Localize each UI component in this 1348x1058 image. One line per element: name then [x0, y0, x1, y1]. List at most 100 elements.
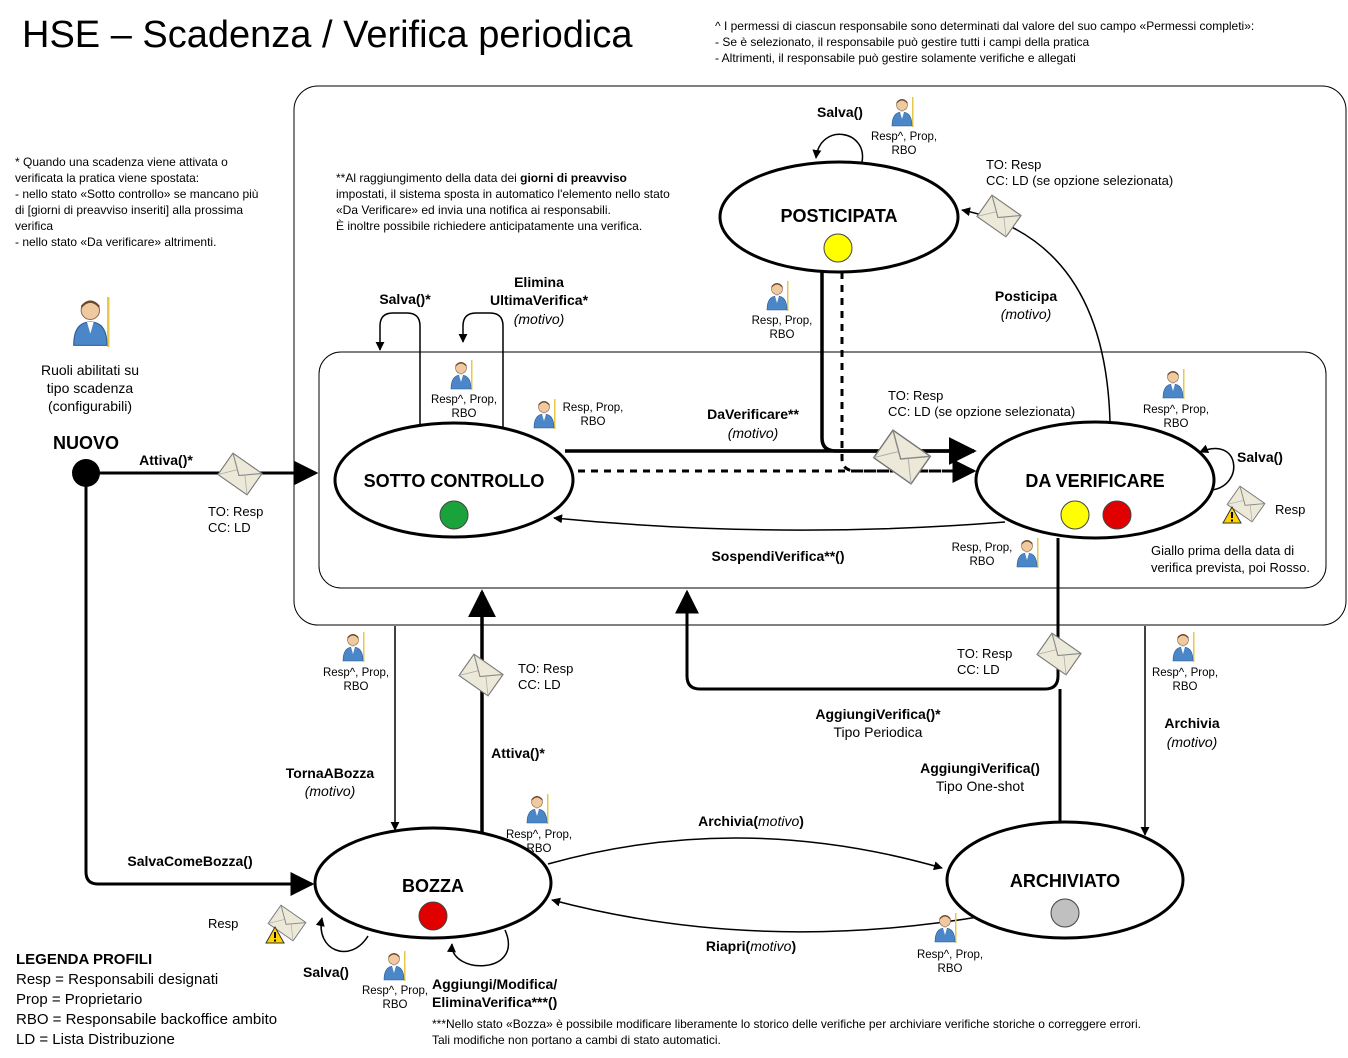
- state-bozza-label: BOZZA: [402, 876, 464, 896]
- role-label: Resp, Prop, RBO: [752, 315, 813, 341]
- mail-icon: [976, 194, 1022, 238]
- notification-label: TO: Resp CC: LD (se opzione selezionata): [986, 157, 1173, 188]
- action-label: Salva(): [817, 104, 863, 120]
- roles-note-line: (configurabili): [48, 398, 132, 414]
- svg-text:RBO: RBO: [938, 963, 963, 975]
- person-icon: [891, 97, 914, 127]
- legend-item: Resp = Responsabili designati: [16, 971, 218, 988]
- status-red-dot: [1102, 500, 1132, 530]
- svg-text:Posticipa: Posticipa: [995, 288, 1057, 304]
- svg-text:Resp^, Prop,: Resp^, Prop,: [871, 131, 937, 143]
- transition-sospendiverifica: [553, 514, 1006, 531]
- action-label: Attiva()*: [139, 452, 193, 468]
- transition-posticipata-dashed: [840, 272, 974, 473]
- action-label: Posticipa (motivo): [995, 288, 1057, 322]
- loop-salva-daverificare: [1199, 444, 1235, 491]
- loop-salva-posticipata: [812, 133, 864, 163]
- svg-text:RBO: RBO: [1173, 681, 1198, 693]
- permissions-note-line: ^ I permessi di ciascun responsabile son…: [715, 19, 1254, 33]
- svg-text:DaVerificare**: DaVerificare**: [707, 406, 799, 422]
- activation-note-line: di [giorni di preavviso inseriti] alla p…: [15, 203, 243, 217]
- activation-note-line: - nello stato «Da verificare» altrimenti…: [15, 235, 216, 249]
- svg-text:Elimina: Elimina: [514, 274, 564, 290]
- state-da-verificare: DA VERIFICARE: [974, 420, 1216, 540]
- svg-text:Tipo One-shot: Tipo One-shot: [936, 778, 1024, 794]
- state-archiviato: ARCHIVIATO: [945, 820, 1185, 940]
- svg-text:Resp, Prop,: Resp, Prop,: [952, 542, 1013, 554]
- person-icon: [1172, 632, 1195, 662]
- action-label: Riapri(motivo): [706, 938, 796, 954]
- transition-riapri: [551, 897, 991, 933]
- transition-aggiungi-periodica: [675, 538, 1060, 691]
- svg-text:TO: Resp: TO: Resp: [888, 388, 943, 403]
- activation-note-line: * Quando una scadenza viene attivata o: [15, 155, 228, 169]
- svg-text:RBO: RBO: [770, 329, 795, 341]
- svg-text:CC: LD: CC: LD: [208, 520, 251, 535]
- svg-text:RBO: RBO: [1164, 418, 1189, 430]
- notice-note-line: È inoltre possibile richiedere anticipat…: [336, 218, 642, 233]
- svg-text:(motivo): (motivo): [305, 783, 356, 799]
- state-nuovo-label: NUOVO: [53, 433, 119, 453]
- svg-text:Resp^, Prop,: Resp^, Prop,: [323, 667, 389, 679]
- role-label: Resp^, Prop, RBO: [917, 949, 983, 975]
- svg-text:TO: Resp: TO: Resp: [208, 504, 263, 519]
- svg-text:TO: Resp: TO: Resp: [957, 646, 1012, 661]
- person-icon: [342, 632, 365, 662]
- svg-text:RBO: RBO: [527, 843, 552, 855]
- svg-text:RBO: RBO: [452, 408, 477, 420]
- loop-elimina-ultimaverifica: [458, 312, 504, 436]
- loop-salva-sotto-controllo: [375, 312, 421, 428]
- svg-text:Resp, Prop,: Resp, Prop,: [752, 315, 813, 327]
- state-sotto-controllo: SOTTO CONTROLLO: [333, 421, 575, 539]
- notification-label: TO: Resp CC: LD (se opzione selezionata): [888, 388, 1075, 419]
- action-label: Archivia (motivo): [1164, 715, 1219, 750]
- status-red-dot: [418, 901, 448, 931]
- active-states-container: [293, 85, 1347, 626]
- svg-text:RBO: RBO: [383, 999, 408, 1011]
- action-label: Salva(): [303, 964, 349, 980]
- action-label: SospendiVerifica**(): [711, 548, 844, 564]
- role-label: Resp, Prop, RBO: [563, 402, 624, 428]
- roles-note-line: tipo scadenza: [47, 380, 134, 396]
- notification-label: TO: Resp CC: LD: [518, 661, 573, 692]
- action-label: DaVerificare** (motivo): [707, 406, 799, 441]
- status-yellow-dot: [823, 233, 853, 263]
- status-gray-dot: [1050, 898, 1080, 928]
- mail-icon: [458, 653, 504, 697]
- permissions-note-line: - Altrimenti, il responsabile può gestir…: [715, 51, 1076, 65]
- svg-text:Giallo prima della data di: Giallo prima della data di: [1151, 543, 1294, 558]
- svg-text:verifica prevista, poi Rosso.: verifica prevista, poi Rosso.: [1151, 560, 1310, 575]
- transition-posticipata-solid: [820, 272, 974, 453]
- svg-text:CC: LD: CC: LD: [518, 677, 561, 692]
- action-label: Archivia(motivo): [698, 813, 804, 829]
- svg-text:Archivia: Archivia: [1164, 715, 1219, 731]
- svg-text:EliminaVerifica***(): EliminaVerifica***(): [432, 994, 557, 1010]
- svg-text:Resp^, Prop,: Resp^, Prop,: [1143, 404, 1209, 416]
- mail-icon: [217, 452, 263, 496]
- yellow-red-note: Giallo prima della data di verifica prev…: [1151, 543, 1310, 575]
- transition-salvacomebozza: [84, 473, 315, 896]
- svg-text:UltimaVerifica*: UltimaVerifica*: [490, 292, 589, 308]
- notification-label: TO: Resp CC: LD: [957, 646, 1012, 677]
- permissions-note: ^ I permessi di ciascun responsabile son…: [715, 19, 1254, 65]
- legend-item: Prop = Proprietario: [16, 991, 142, 1008]
- person-icon: [533, 399, 556, 429]
- role-label: Resp^, Prop, RBO: [871, 131, 937, 157]
- svg-text:Resp, Prop,: Resp, Prop,: [563, 402, 624, 414]
- svg-text:AggiungiVerifica(): AggiungiVerifica(): [920, 760, 1040, 776]
- svg-text:CC: LD (se opzione selezionata: CC: LD (se opzione selezionata): [888, 404, 1075, 419]
- notification-label: Resp: [208, 916, 238, 931]
- person-icon: [934, 913, 957, 943]
- svg-text:RBO: RBO: [581, 416, 606, 428]
- legend-item: LD = Lista Distribuzione: [16, 1031, 175, 1048]
- action-label: TornaABozza (motivo): [286, 765, 375, 799]
- svg-text:Resp^, Prop,: Resp^, Prop,: [506, 829, 572, 841]
- role-label: Resp^, Prop, RBO: [323, 667, 389, 693]
- notification-label: TO: Resp CC: LD: [208, 504, 263, 535]
- person-icon: [526, 794, 549, 824]
- svg-text:Resp^, Prop,: Resp^, Prop,: [362, 985, 428, 997]
- person-icon: [1162, 369, 1185, 399]
- state-posticipata-label: POSTICIPATA: [781, 206, 898, 226]
- permissions-note-line: - Se è selezionato, il responsabile può …: [715, 35, 1090, 49]
- loop-modifica-verifica: [447, 929, 509, 967]
